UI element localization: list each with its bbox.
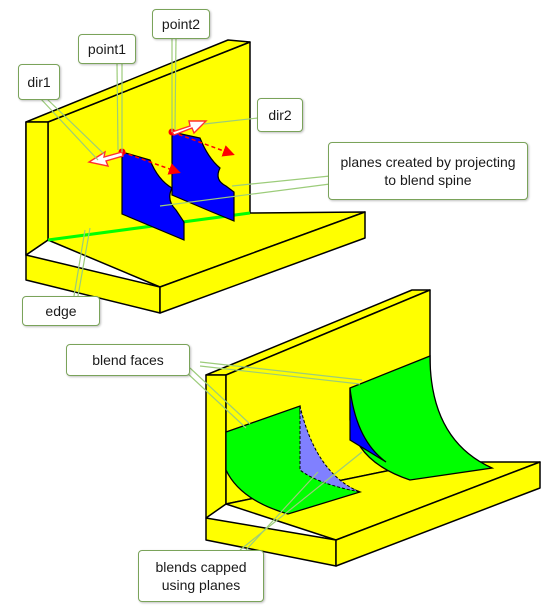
blend-cap-left (299, 405, 361, 493)
bottom-wall-side (205, 374, 227, 519)
plane-1 (121, 151, 185, 241)
dir1-arrow (87, 150, 124, 167)
point1-direction (121, 151, 181, 175)
blend-cap-right (349, 387, 387, 463)
label-blend-faces: blend faces (66, 344, 190, 376)
dir2-arrow (170, 120, 208, 136)
point2-direction (171, 131, 235, 157)
top-edge-highlight (47, 211, 251, 242)
label-dir2: dir2 (257, 98, 303, 132)
label-point1: point1 (78, 34, 136, 64)
top-leader-lines (39, 37, 331, 297)
label-dir1: dir1 (18, 64, 60, 100)
bottom-floor-side (335, 461, 541, 567)
top-floor-side (159, 211, 366, 314)
top-wall-side (25, 121, 49, 256)
label-blends-capped: blends capped using planes (138, 550, 264, 602)
label-edge: edge (22, 296, 100, 326)
bottom-leader-lines (185, 361, 363, 551)
label-planes-created: planes created by projecting to blend sp… (328, 142, 528, 200)
label-point2: point2 (152, 9, 210, 39)
